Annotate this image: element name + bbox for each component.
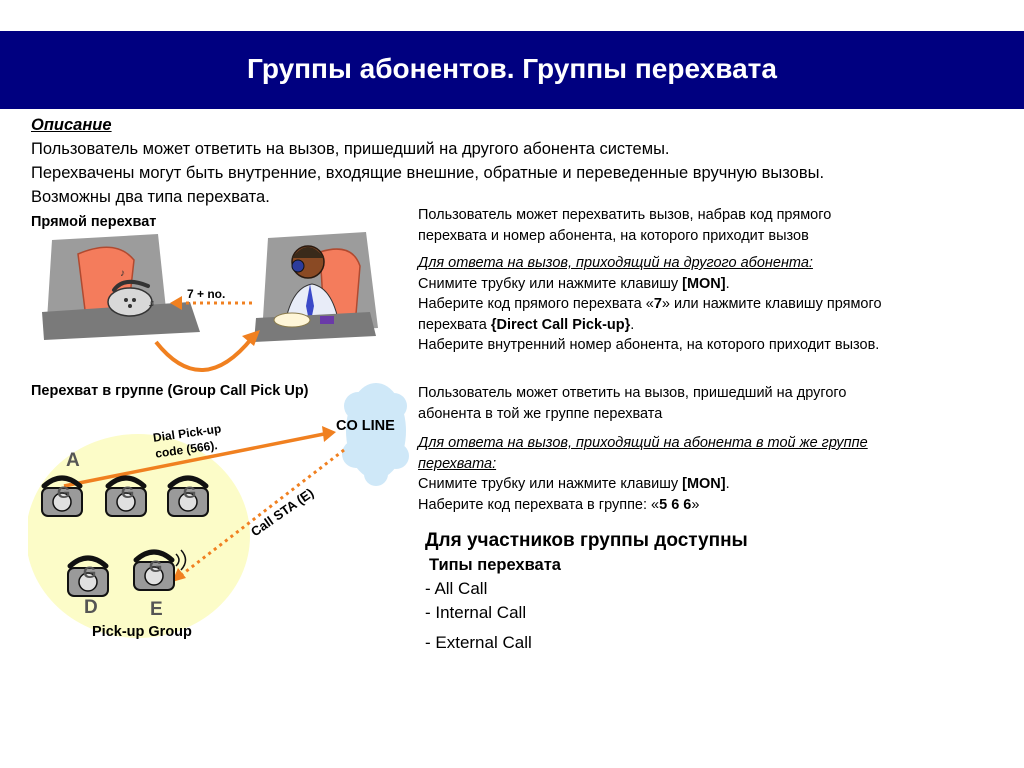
office-right-image xyxy=(254,232,378,342)
co-line-cloud xyxy=(342,383,409,486)
direct-summary-line: Пользователь может перехватить вызов, на… xyxy=(418,207,832,223)
group-step-2: Наберите код перехвата в группе: «5 6 6» xyxy=(418,496,700,513)
description-line: Пользователь может ответить на вызов, пр… xyxy=(31,140,670,158)
pickup-curve-arrow xyxy=(154,336,254,372)
pickup-type-item: - External Call xyxy=(425,633,532,652)
available-heading: Для участников группы доступны xyxy=(425,530,748,551)
group-pickup-label: Перехват в группе (Group Call Pick Up) xyxy=(31,383,309,399)
station-d-label: D xyxy=(84,597,98,618)
description-heading: Описание xyxy=(31,116,112,134)
desk-phone-icon xyxy=(107,279,153,317)
title-banner: Группы абонентов. Группы перехвата xyxy=(0,31,1024,109)
direct-step-3: Наберите внутренний номер абонента, на к… xyxy=(418,337,880,353)
dial-pickup-arrow xyxy=(63,432,325,488)
page-title: Группы абонентов. Группы перехвата xyxy=(247,53,777,84)
phone-glyph: G xyxy=(83,563,97,582)
group-summary-line: Пользователь может ответить на вызов, пр… xyxy=(418,385,847,401)
group-step-1: Снимите трубку или нажмите клавишу [MON]… xyxy=(418,476,730,492)
direct-pickup-text: Пользователь может перехватить вызов, на… xyxy=(418,205,1008,356)
group-summary-line: абонента в той же группе перехвата xyxy=(418,405,663,422)
svg-text:♫: ♫ xyxy=(148,298,155,308)
station-a-label: A xyxy=(66,450,80,471)
pickup-type-item: - Internal Call xyxy=(425,603,527,622)
description-line: Перехвачены могут быть внутренние, входя… xyxy=(31,164,825,182)
ringing-phone-icon xyxy=(133,549,187,591)
direct-pickup-label: Прямой перехват xyxy=(31,214,157,230)
svg-text:♪: ♪ xyxy=(120,268,125,279)
pickup-types-heading: Типы перехвата xyxy=(429,556,561,574)
description-line: Возможны два типа перехвата. xyxy=(31,188,270,206)
phone-glyph: G xyxy=(57,483,71,502)
direct-step-2-cont: перехвата {Direct Call Pick-up}. xyxy=(418,316,635,333)
description-block: Описание Пользователь может ответить на … xyxy=(31,113,1011,209)
direct-pickup-illustration: ♪ ♫ xyxy=(42,232,378,372)
direct-step-1: Снимите трубку или нажмите клавишу [MON]… xyxy=(418,275,730,292)
phone-icon xyxy=(167,475,209,517)
office-left-image: ♪ ♫ xyxy=(42,234,200,340)
phone-glyph: G xyxy=(149,557,163,576)
group-instruction-heading: Для ответа на вызов, приходящий на абоне… xyxy=(418,435,868,451)
phone-glyph: G xyxy=(121,483,135,502)
direct-summary-line: перехвата и номер абонента, на которого … xyxy=(418,227,809,244)
phone-icon xyxy=(105,475,147,517)
phone-icon xyxy=(41,475,83,517)
direct-instruction-heading: Для ответа на вызов, приходящий на друго… xyxy=(418,255,813,271)
group-instruction-heading: перехвата: xyxy=(418,455,497,472)
phone-icon xyxy=(67,555,109,597)
direct-step-2: Наберите код прямого перехвата «7» или н… xyxy=(418,296,882,312)
pickup-group-label: Pick-up Group xyxy=(92,624,192,640)
phone-glyph: G xyxy=(183,483,197,502)
station-e-label: E xyxy=(150,599,163,620)
pickup-group-oval xyxy=(28,434,250,638)
group-pickup-text: Пользователь может ответить на вызов, пр… xyxy=(418,383,1008,515)
direct-code-label: 7 + no. xyxy=(187,287,226,301)
co-line-label: CO LINE xyxy=(336,418,395,434)
pickup-type-item: - All Call xyxy=(425,579,488,598)
group-pickup-illustration xyxy=(28,383,409,638)
